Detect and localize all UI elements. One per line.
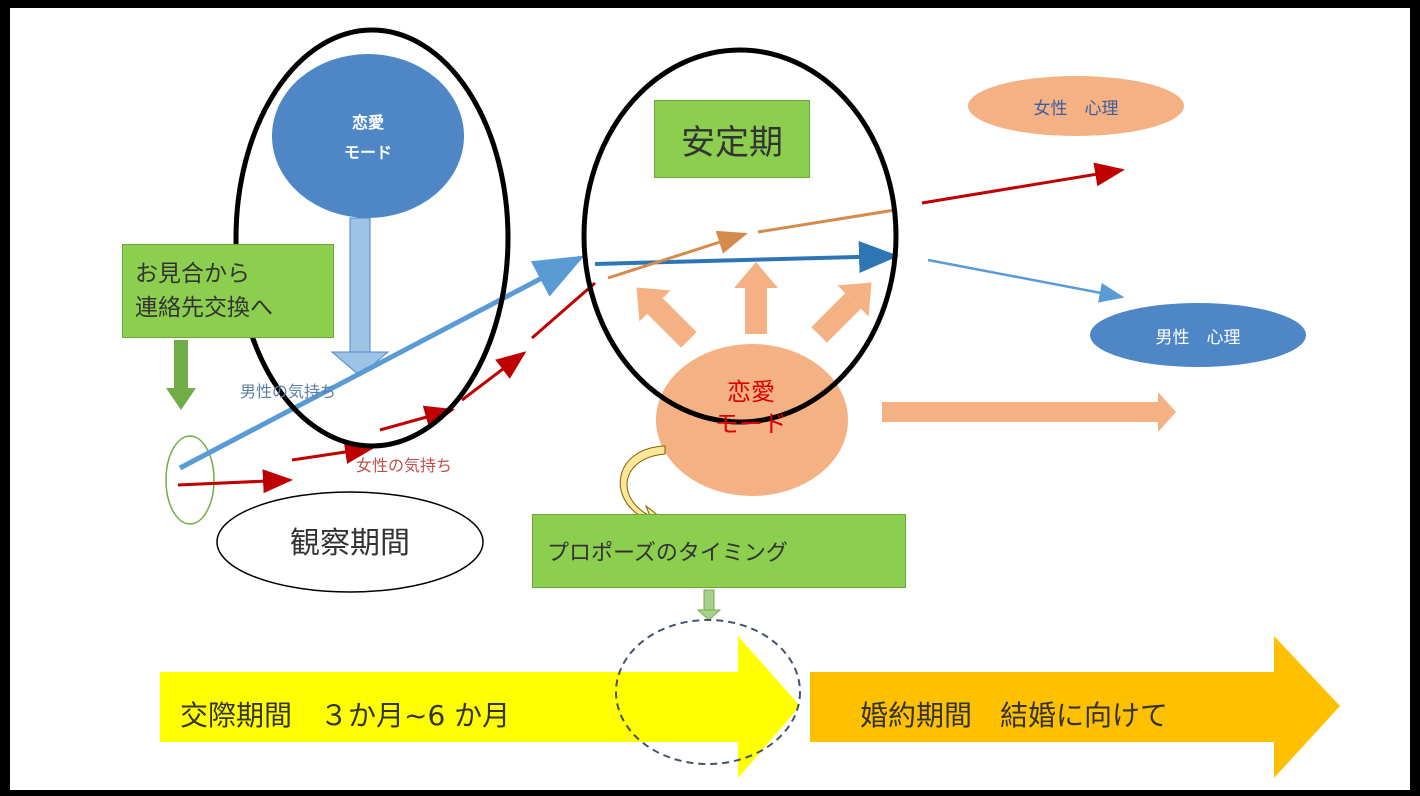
dating-period-label: 交際期間 ３か月~6 か月 (180, 699, 511, 732)
male-psychology-label: 男性 心理 (1155, 328, 1241, 348)
stable-period-box: 安定期 (654, 100, 810, 178)
green-down-arrow-icon (166, 340, 196, 410)
stable-blue-line (594, 240, 899, 273)
diagram-graphics (160, 27, 1340, 778)
up-arrow-left-icon (636, 287, 697, 348)
exchange-contact-box: お見合から 連絡先交換へ (122, 244, 334, 338)
male-feeling-label: 男性の気持ち (240, 382, 337, 401)
observation-period-label: 観察期間 (290, 526, 410, 561)
female-feeling-label: 女性の気持ち (356, 456, 453, 475)
engagement-period-label: 婚約期間 結婚に向けて (860, 699, 1169, 732)
exchange-contact-label: お見合から 連絡先交換へ (135, 261, 273, 321)
female-psychology-line (921, 162, 1125, 205)
love-mode-top-label: 恋愛 モード (343, 113, 392, 162)
stable-orange-line-1 (607, 230, 748, 280)
love-mode-top-ellipse (272, 54, 464, 218)
proposal-down-arrow-icon (696, 589, 722, 621)
male-psychology-line (927, 258, 1125, 303)
stable-orange-line-2 (757, 208, 896, 234)
peach-right-arrow-icon (882, 392, 1176, 432)
up-arrow-center-icon (734, 262, 778, 334)
proposal-timing-box: プロポーズのタイミング (532, 514, 906, 588)
proposal-timing-label: プロポーズのタイミング (547, 541, 788, 566)
female-feeling-line (177, 281, 596, 494)
love-phase-black-ellipse (233, 27, 511, 449)
dating-period-arrow (160, 636, 800, 778)
stable-period-label: 安定期 (681, 122, 783, 163)
female-psychology-ellipse (968, 76, 1184, 136)
diagram-canvas: 恋愛 モード 安定期 お見合から 連絡先交換へ 男性の気持ち 女性の気持ち 恋愛… (10, 8, 1410, 790)
engagement-period-arrow (810, 636, 1340, 778)
up-arrow-right-icon (811, 282, 872, 343)
start-ellipse (165, 435, 215, 525)
down-arrow-icon (330, 217, 390, 377)
stable-phase-black-ellipse (581, 47, 899, 425)
female-psychology-label: 女性 心理 (1033, 99, 1119, 119)
male-feeling-line (178, 255, 585, 471)
timing-dashed-circle (615, 619, 801, 765)
love-mode-center-label: 恋愛 モード (715, 378, 787, 438)
observation-ellipse (216, 491, 484, 593)
male-psychology-ellipse (1090, 303, 1306, 367)
